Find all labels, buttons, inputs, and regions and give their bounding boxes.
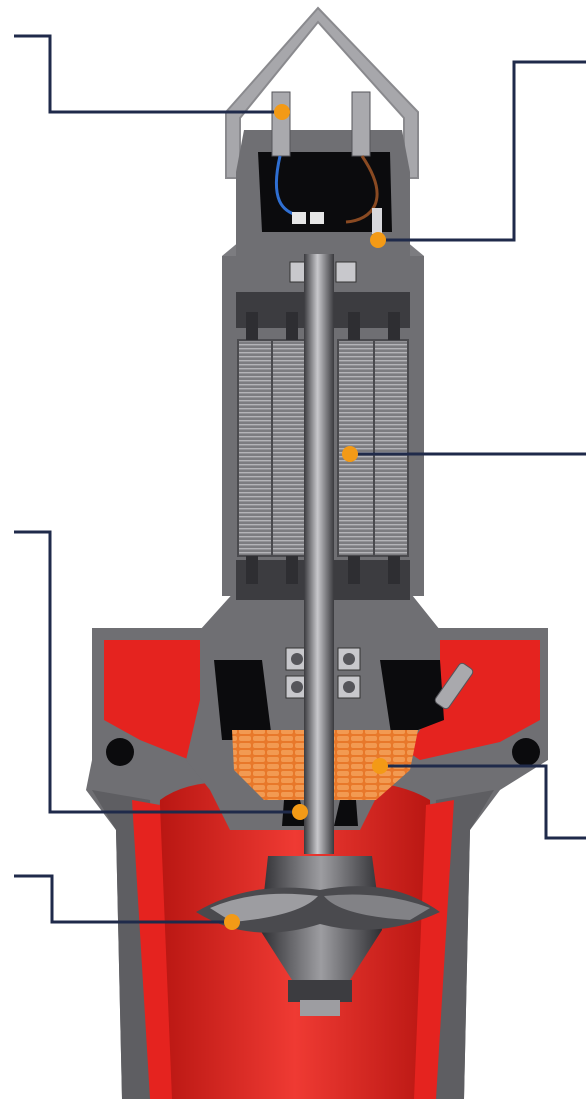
leader-propeller (14, 874, 232, 924)
marker-oil-chamber (372, 758, 388, 774)
leader-oil-chamber (380, 764, 586, 840)
o-ring-left (106, 738, 134, 766)
callout-markers (224, 104, 388, 930)
leader-shaft-seal (14, 530, 300, 814)
o-ring-right (512, 738, 540, 766)
marker-cable-entry (274, 104, 290, 120)
leader-cable-entry (14, 34, 282, 114)
leader-moisture-sensor (378, 60, 586, 242)
marker-motor-stator (342, 446, 358, 462)
cable-chamber (236, 91, 410, 256)
marker-shaft-seal (292, 804, 308, 820)
callout-lines (14, 34, 586, 924)
lifting-bail (225, 6, 419, 179)
propeller (196, 856, 440, 1016)
marker-propeller (224, 914, 240, 930)
marker-moisture-sensor (370, 232, 386, 248)
pump-shaft (304, 254, 334, 854)
